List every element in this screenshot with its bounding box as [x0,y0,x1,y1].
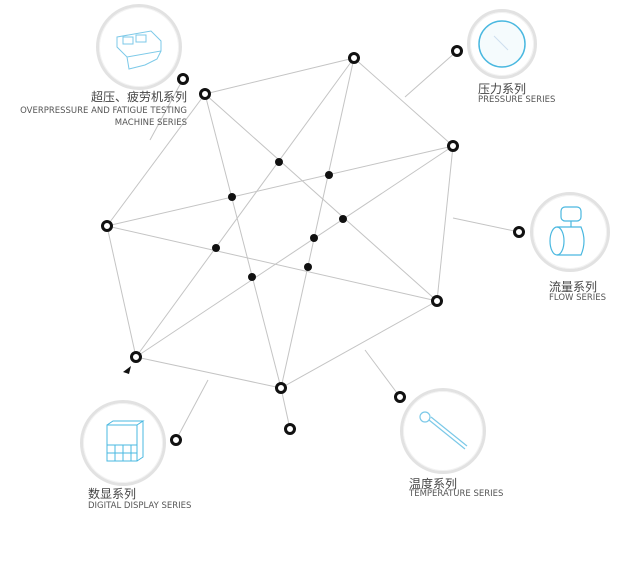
ring-node [394,391,406,403]
machine-series-title-en-2[interactable]: MACHINE SERIES [114,118,187,128]
connector-line [106,225,438,302]
connector-line [204,57,355,95]
ring-node [431,295,443,307]
connector-line [135,145,454,358]
flow-series-title-en[interactable]: FLOW SERIES [549,293,607,303]
spur-line [175,379,209,441]
thermometer-icon[interactable] [400,388,486,474]
pressure-gauge-icon[interactable] [467,9,537,79]
intersection-dot [212,244,220,252]
ring-node [275,382,287,394]
ring-node [101,220,113,232]
spur-line [404,50,458,98]
digital-series-title-cn[interactable]: 数显系列 [88,487,137,501]
connector-line [204,93,282,389]
intersection-dot [248,273,256,281]
ring-node [513,226,525,238]
connector-line [353,57,454,147]
connector-line [106,145,454,227]
ring-node [348,52,360,64]
intersection-dot [339,215,347,223]
ring-node [199,88,211,100]
machine-series-title-en[interactable]: OVERPRESSURE AND FATIGUE TESTING [20,106,187,116]
ring-node [451,45,463,57]
intersection-dot [275,158,283,166]
spur-line [149,78,184,141]
machine-series-title-cn[interactable]: 超压、疲劳机系列 [90,90,187,104]
ring-node [284,423,296,435]
connector-line [135,57,355,358]
intersection-dot [228,193,236,201]
connector-line [106,93,206,227]
pressure-series-title-en[interactable]: PRESSURE SERIES [478,95,556,105]
connector-line [280,387,291,430]
connector-line [436,145,454,302]
ring-node [170,434,182,446]
connector-line [106,225,137,358]
digital-display-icon[interactable] [80,400,166,486]
temperature-series-title-cn[interactable]: 温度系列 [409,477,458,491]
intersection-dot [304,263,312,271]
connector-line [280,300,438,389]
flow-series-title-cn[interactable]: 流量系列 [549,280,598,294]
arrow-marker [123,366,131,374]
pressure-series-title-cn[interactable]: 压力系列 [478,82,527,96]
ring-node [177,73,189,85]
digital-series-title-en[interactable]: DIGITAL DISPLAY SERIES [88,501,192,511]
intersection-dot [325,171,333,179]
ring-node [130,351,142,363]
connector-line [135,356,282,389]
temperature-series-title-en[interactable]: TEMPERATURE SERIES [409,489,504,499]
connector-line [204,93,438,302]
ring-node [447,140,459,152]
flowmeter-icon[interactable] [530,192,610,272]
spur-line [364,349,401,398]
intersection-dot [310,234,318,242]
test-machine-icon[interactable] [96,4,182,90]
connector-line [280,57,355,389]
spur-line [452,217,520,233]
